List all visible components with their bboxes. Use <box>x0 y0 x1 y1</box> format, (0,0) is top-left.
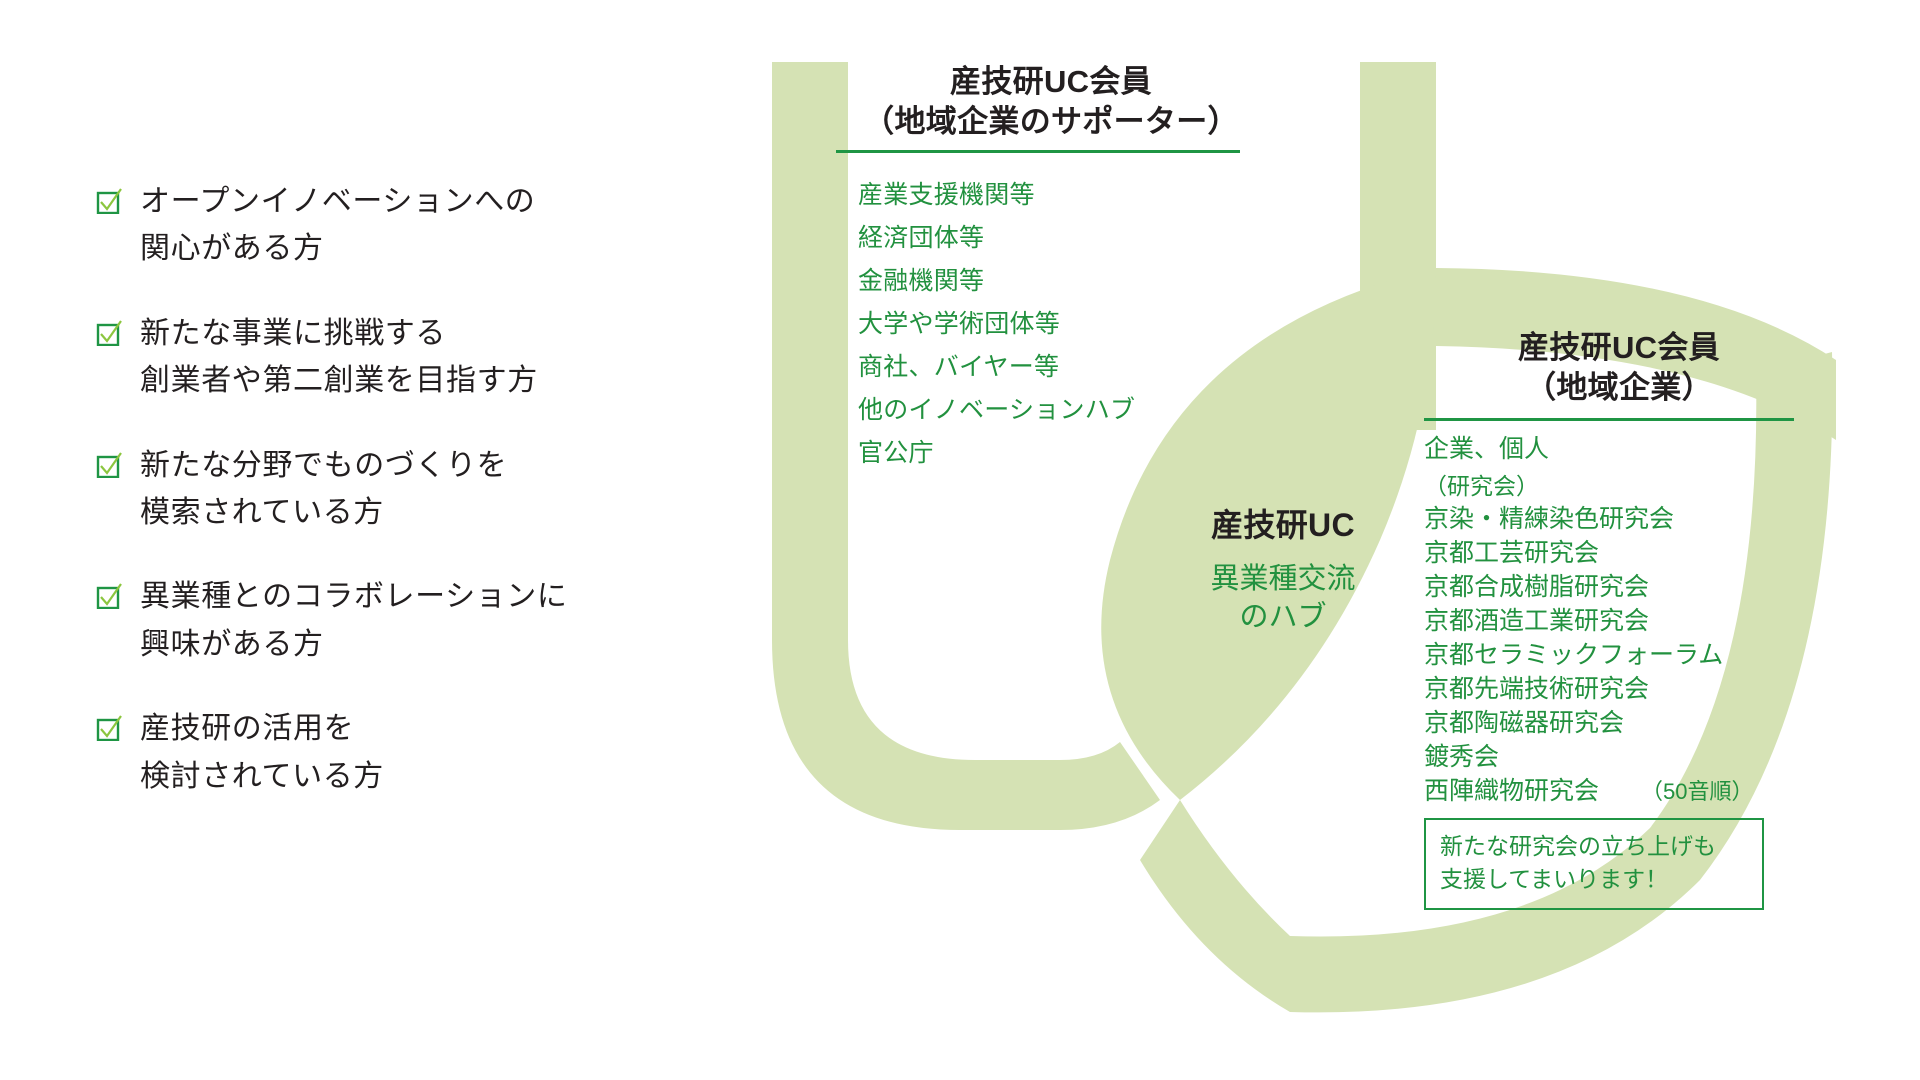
supporter-members-panel: 産技研UC会員 （地域企業のサポーター） 産業支援機関等 経済団体等 金融機関等… <box>836 62 1266 484</box>
supporter-members-title: 産技研UC会員 （地域企業のサポーター） <box>863 64 1239 139</box>
list-item: 京都工芸研究会 <box>1424 539 1600 568</box>
list-item-label: 異業種とのコラボレーションに 興味がある方 <box>140 580 568 661</box>
local-company-members-list: 企業、個人 （研究会） 京染・精練染色研究会 京都工芸研究会 京都合成樹脂研究会… <box>1424 437 1814 804</box>
list-item: オープンイノベーションへの 関心がある方 <box>96 178 696 273</box>
list-item-label: オープンイノベーションへの 関心がある方 <box>140 185 536 266</box>
list-item: 金融機関等 <box>858 267 985 296</box>
list-item-label: 新たな事業に挑戦する 創業者や第二創業を目指す方 <box>140 316 538 398</box>
list-item: 西陣織物研究会 <box>1424 777 1600 806</box>
checkbox-checked-icon <box>96 320 122 346</box>
list-item: 経済団体等 <box>858 224 985 253</box>
checkbox-checked-icon <box>96 583 122 610</box>
ordering-note: （50音順） <box>1641 779 1754 805</box>
list-item-label: 新たな分野でものづくりを 模索されている方 <box>140 448 508 529</box>
list-item: 京都合成樹脂研究会 <box>1424 573 1650 602</box>
hub-subtitle: 異業種交流 のハブ <box>1210 563 1356 634</box>
local-company-members-title: 産技研UC会員 （地域企業） <box>1518 330 1720 405</box>
list-item: 新たな事業に挑戦する 創業者や第二創業を目指す方 <box>96 310 696 405</box>
title-divider <box>836 150 1240 154</box>
list-item: 京都陶磁器研究会 <box>1424 709 1625 738</box>
list-item: 産技研の活用を 検討されている方 <box>96 705 696 800</box>
list-item: 京都酒造工業研究会 <box>1424 607 1650 636</box>
list-item: 京染・精練染色研究会 <box>1424 505 1675 534</box>
list-item-last-row: 西陣織物研究会 （50音順） <box>1424 779 1814 804</box>
supporter-members-list: 産業支援機関等 経済団体等 金融機関等 大学や学術団体等 商社、バイヤー等 他の… <box>836 183 1266 466</box>
list-group-label: （研究会） <box>1424 473 1539 500</box>
new-group-support-note: 新たな研究会の立ち上げも 支援してまいります！ <box>1424 818 1764 910</box>
list-item-companies-individuals: 企業、個人 <box>1424 435 1550 464</box>
list-item-label: 産技研の活用を 検討されている方 <box>140 712 384 793</box>
list-item: 官公庁 <box>858 439 934 468</box>
hub-label: 産技研UC 異業種交流 のハブ <box>1178 500 1388 637</box>
list-item: 京都セラミックフォーラム <box>1424 641 1724 670</box>
list-item: 異業種とのコラボレーションに 興味がある方 <box>96 573 696 668</box>
checkbox-checked-icon <box>96 451 122 478</box>
list-item: 大学や学術団体等 <box>858 310 1061 339</box>
checkbox-checked-icon <box>96 715 122 742</box>
list-item: 他のイノベーションハブ <box>858 396 1136 425</box>
title-divider <box>1424 418 1794 422</box>
checkbox-checked-icon <box>96 188 122 214</box>
list-item: 京都先端技術研究会 <box>1424 675 1650 704</box>
list-item: 商社、バイヤー等 <box>858 353 1060 382</box>
local-company-members-panel: 産技研UC会員 （地域企業） 企業、個人 （研究会） 京染・精練染色研究会 京都… <box>1424 328 1814 910</box>
list-item: 新たな分野でものづくりを 模索されている方 <box>96 442 696 537</box>
list-item: 鍍秀会 <box>1424 743 1500 772</box>
list-item: 産業支援機関等 <box>858 181 1035 210</box>
hub-title: 産技研UC <box>1211 507 1355 543</box>
audience-checklist: オープンイノベーションへの 関心がある方 新たな事業に挑戦する 創業者や第二創業… <box>96 178 696 837</box>
